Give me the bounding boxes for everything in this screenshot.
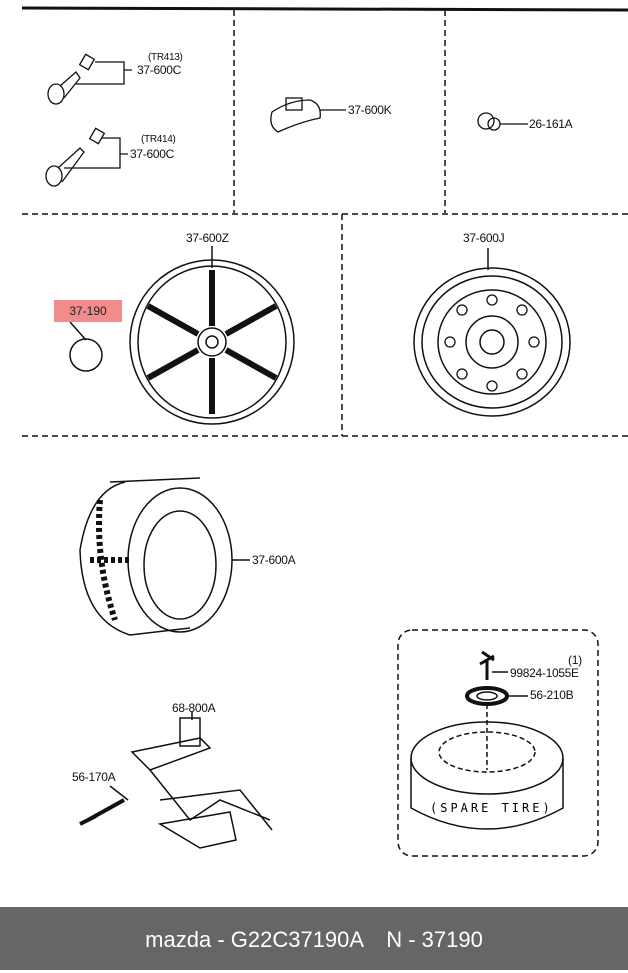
- label-bolt[interactable]: 99824-1055E: [510, 666, 579, 680]
- label-note: (1): [568, 653, 582, 667]
- label-tire[interactable]: 37-600A: [252, 553, 296, 567]
- section-dividers: [22, 10, 628, 857]
- label-alloy-wheel[interactable]: 37-600Z: [186, 231, 229, 245]
- label-steel-wheel[interactable]: 37-600J: [463, 231, 505, 245]
- label-lug-nut[interactable]: 26-161A: [529, 117, 573, 131]
- parts-diagram: [21, 6, 628, 857]
- balance-weight-icon: [270, 97, 346, 133]
- footer-part-number: mazda - G22C37190A: [145, 927, 365, 952]
- label-tr413: (TR413): [148, 52, 183, 63]
- alloy-wheel-icon: [69, 246, 295, 425]
- label-balance-weight[interactable]: 37-600K: [348, 103, 392, 117]
- cap-icon: [69, 338, 103, 372]
- label-tr414: (TR414): [141, 134, 176, 145]
- label-highlighted-part[interactable]: 37-190: [54, 300, 122, 322]
- label-jack-handle[interactable]: 56-170A: [72, 770, 116, 784]
- spare-tire-icon: [410, 650, 564, 830]
- footer-diagram-number: N - 37190: [386, 927, 483, 952]
- footer-bar: mazda - G22C37190A N - 37190: [0, 907, 628, 970]
- top-border: [21, 6, 628, 12]
- steel-wheel-icon: [413, 248, 571, 417]
- tire-icon: [79, 477, 250, 636]
- label-spare-tire: (SPARE TIRE): [430, 801, 553, 815]
- label-valve-stem-tr414[interactable]: 37-600C: [130, 147, 174, 161]
- jack-icon: [79, 712, 273, 849]
- valve-stem-icon: [45, 53, 132, 187]
- label-jack[interactable]: 68-800A: [172, 701, 216, 715]
- label-spacer[interactable]: 56-210B: [530, 688, 574, 702]
- label-valve-stem-tr413[interactable]: 37-600C: [137, 63, 181, 77]
- lug-nut-icon: [477, 112, 528, 131]
